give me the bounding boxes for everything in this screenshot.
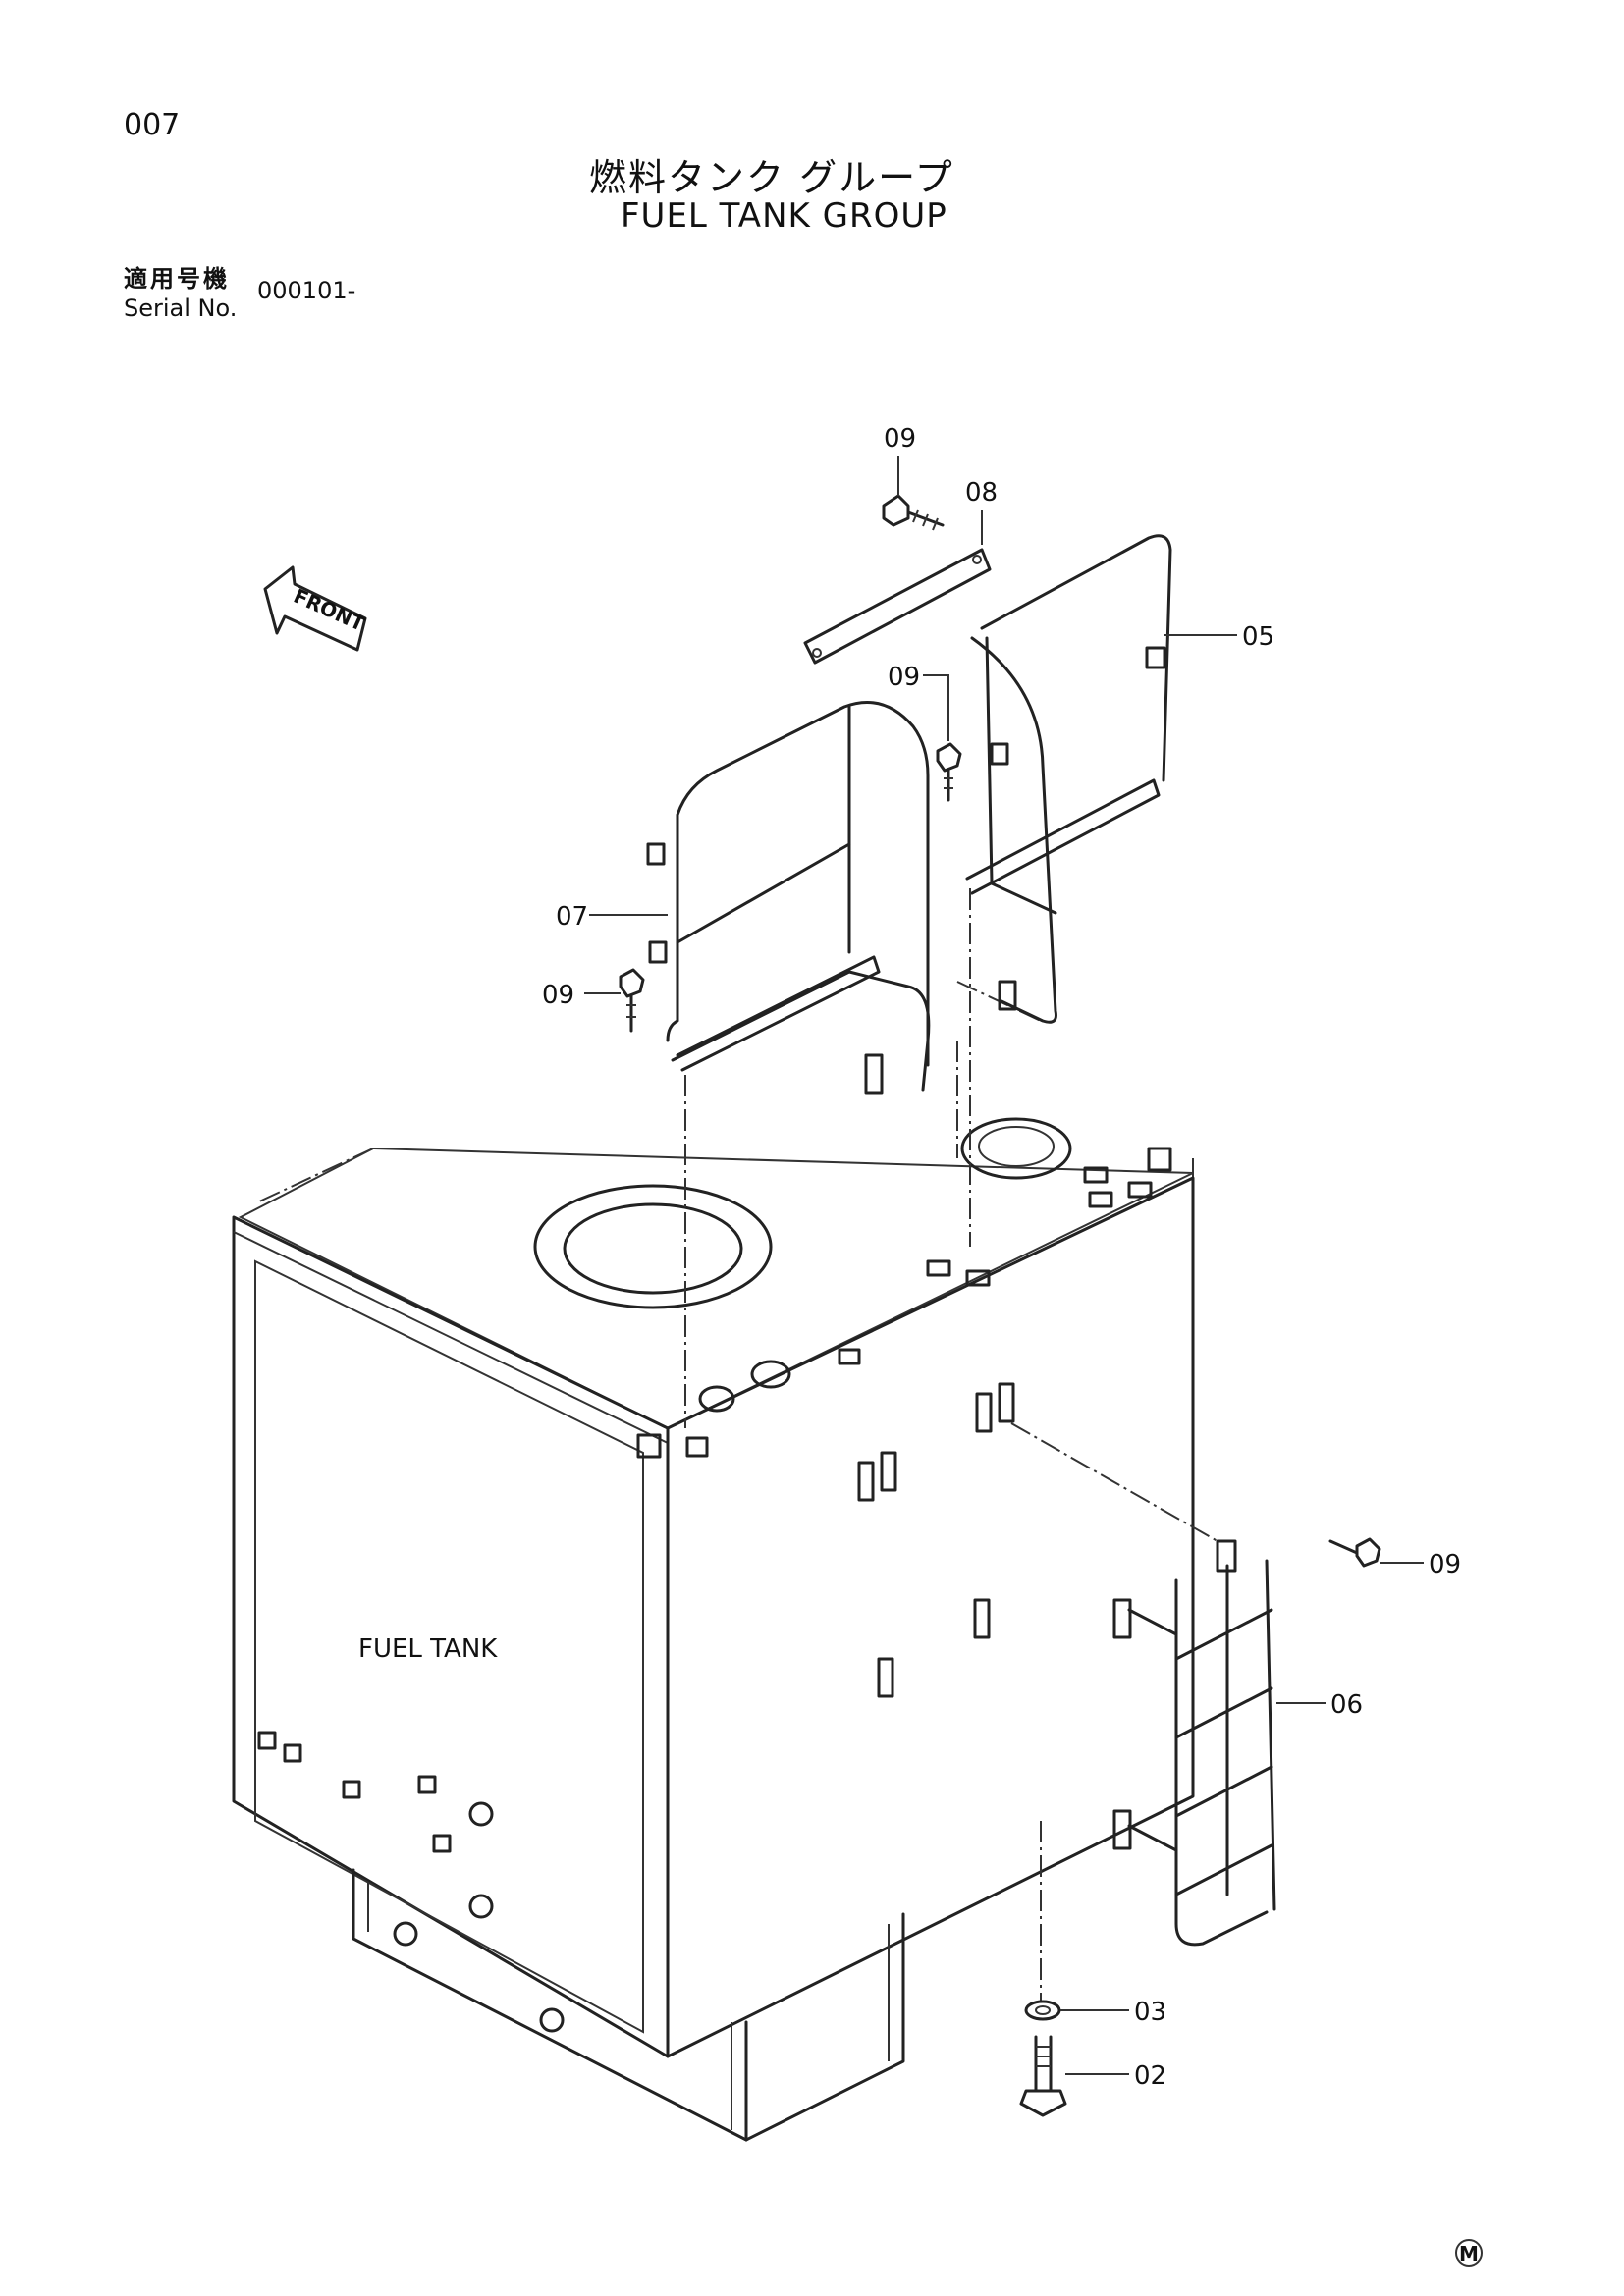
callout-07: 07 [556, 902, 588, 932]
serial-label-english: Serial No. [124, 294, 238, 322]
handrail-05 [965, 534, 1172, 1024]
callout-08: 08 [965, 478, 998, 507]
callout-09-right: 09 [1429, 1550, 1461, 1579]
ladder-06 [1010, 1422, 1276, 2002]
bolt-09-mid [936, 742, 962, 802]
bolt-09-top [882, 494, 945, 531]
front-arrow-icon: FRONT [263, 565, 368, 652]
callout-09-top: 09 [884, 424, 916, 454]
leader-lines [584, 456, 1424, 2075]
bolt-02 [1019, 2035, 1067, 2117]
circled-mark-letter: M [1459, 2242, 1479, 2266]
circled-mark: M [1455, 2239, 1483, 2267]
fuel-tank-label: FUEL TANK [358, 1634, 498, 1664]
washer-03 [1024, 2000, 1061, 2021]
serial-label-japanese: 適用号機 [124, 265, 230, 293]
callout-05: 05 [1242, 622, 1274, 652]
callout-09-mid: 09 [888, 663, 920, 692]
callout-09-left: 09 [542, 981, 574, 1010]
page-title-japanese: 燃料タンク グループ [589, 156, 954, 199]
callout-06: 06 [1330, 1690, 1363, 1720]
bolt-09-right [1328, 1537, 1381, 1568]
handrail-07 [646, 701, 971, 1428]
page-title-english: FUEL TANK GROUP [621, 196, 947, 236]
fuel-tank: FUEL TANK [232, 981, 1195, 2142]
stay-08 [803, 548, 992, 665]
serial-value: 000101- [257, 277, 356, 304]
bolt-09-left [619, 968, 645, 1033]
page-number: 007 [124, 108, 181, 142]
callout-02: 02 [1134, 2061, 1166, 2091]
callout-03: 03 [1134, 1998, 1166, 2027]
